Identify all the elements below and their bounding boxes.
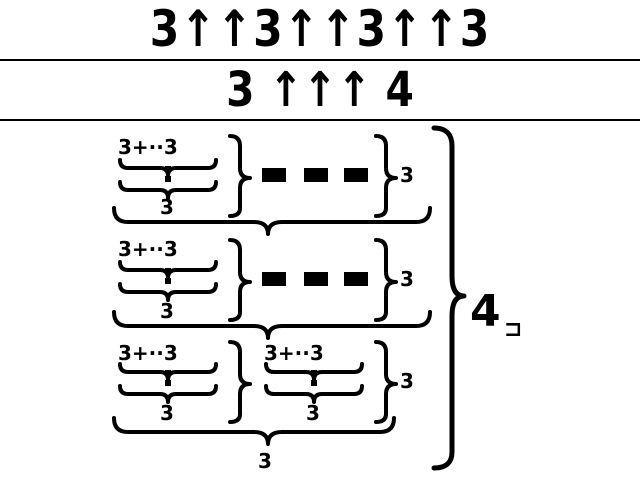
equation-line-2: 3 ↑↑↑ 4 — [226, 62, 414, 118]
corner-mark: ⊐ — [504, 317, 522, 342]
cell-base-1: 3 — [160, 195, 174, 219]
brace-3d — [264, 384, 364, 404]
divider-line-1 — [0, 59, 640, 61]
outer-curly-brace — [431, 125, 467, 471]
curly-3a — [228, 340, 252, 424]
cell-top-1: 3+··3 — [118, 135, 178, 159]
brace-3b — [118, 384, 218, 404]
dot-markers — [165, 166, 317, 386]
under-brace-1 — [112, 206, 432, 236]
curly-2b — [374, 238, 398, 322]
cell-base-3: 3 — [160, 401, 174, 425]
cell-top-2: 3+··3 — [118, 237, 178, 261]
cell-base-4: 3 — [306, 401, 320, 425]
row-2 — [112, 238, 432, 340]
curly-3b — [374, 340, 398, 424]
under-brace-2 — [112, 310, 432, 340]
row-exponent-1: 3 — [400, 163, 414, 187]
row-1 — [112, 134, 432, 236]
curly-1a — [228, 134, 252, 218]
brace-1b — [118, 180, 218, 200]
row-exponent-2: 3 — [400, 267, 414, 291]
cell-top-4: 3+··3 — [264, 341, 324, 365]
cell-base-2: 3 — [160, 299, 174, 323]
row-exponent-3: 3 — [400, 369, 414, 393]
divider-line-2 — [0, 119, 640, 121]
brace-2b — [118, 282, 218, 302]
curly-1b — [374, 134, 398, 218]
labels: 3+··3 3 3 3+··3 3 3 3+··3 3 3+··3 3 3 3 — [118, 135, 414, 473]
equation-line-1: 3↑↑3↑↑3↑↑3 — [149, 0, 491, 58]
under-brace-3 — [112, 416, 396, 446]
bottom-base: 3 — [258, 449, 272, 473]
curly-2a — [228, 238, 252, 322]
outer-count: 4 — [470, 286, 501, 337]
ellipsis-dashes — [262, 168, 368, 286]
cell-top-3: 3+··3 — [118, 341, 178, 365]
